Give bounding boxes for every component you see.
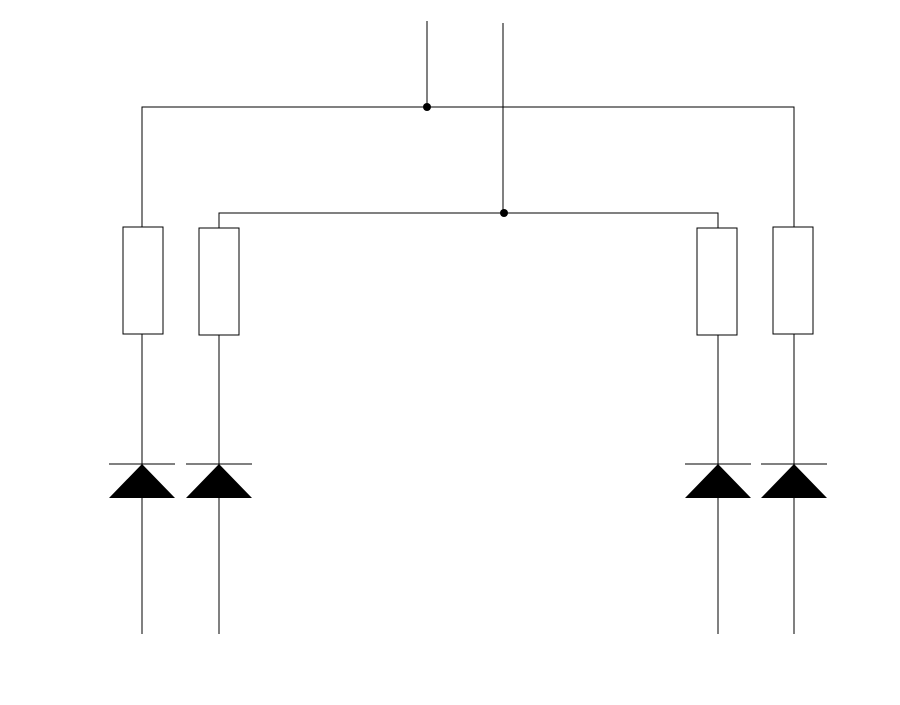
branch-2	[186, 227, 252, 634]
branch-1	[109, 226, 175, 634]
junction-inner-bus	[500, 209, 508, 217]
resistor-2	[198, 227, 240, 336]
branch-4	[761, 226, 827, 634]
outer-bus-wire	[141, 106, 795, 227]
diode-1	[109, 464, 175, 498]
resistor-4	[772, 226, 814, 335]
resistor-1	[122, 226, 164, 335]
resistor-3	[696, 227, 738, 336]
branch-3	[685, 227, 751, 634]
junction-outer-bus	[423, 103, 431, 111]
diode-2	[186, 464, 252, 498]
diode-3	[685, 464, 751, 498]
diode-4	[761, 464, 827, 498]
inner-bus-wire	[218, 212, 719, 228]
